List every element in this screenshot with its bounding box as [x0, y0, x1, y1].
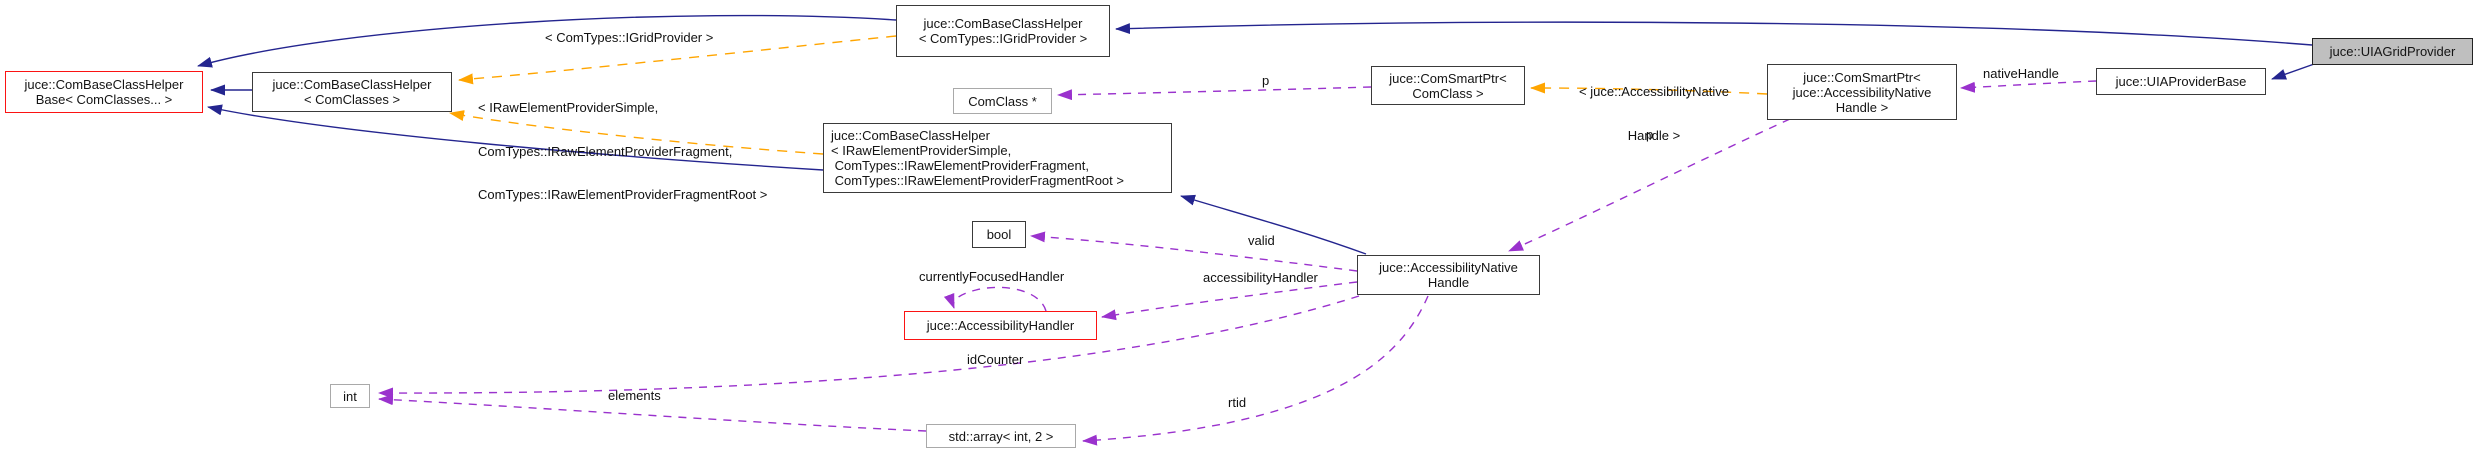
edge-label-rtid: rtid	[1228, 395, 1247, 410]
edge-label-accessibilityhandler: accessibilityHandler	[1203, 270, 1318, 285]
node-label: < ComClasses >	[303, 92, 401, 107]
edge-label-igridprovider-template: < ComTypes::IGridProvider >	[545, 30, 714, 45]
node-label: bool	[986, 227, 1012, 242]
edge-label-anh-template: < juce::AccessibilityNative Handle >	[1579, 84, 1729, 143]
edge-template-anh-smartptr	[1530, 82, 1768, 95]
node-accessibilitynativehandle[interactable]: juce::AccessibilityNative Handle	[1357, 255, 1540, 295]
node-label: juce::AccessibilityNative	[1379, 260, 1518, 275]
node-int: int	[330, 384, 370, 408]
edge-usage-nativehandle	[1960, 80, 2097, 93]
node-label: juce::ComBaseClassHelper	[272, 77, 432, 92]
edge-inherit-uiagridprovider-to-helper-igridprovider	[1115, 21, 2313, 46]
node-comsmartptr-comclass[interactable]: juce::ComSmartPtr< ComClass >	[1371, 66, 1525, 105]
node-label: juce::UIAGridProvider	[2329, 44, 2456, 59]
edge-inherit-uiagridprovider-to-uiaproviderbase	[2271, 62, 2318, 80]
edge-label-currentlyfocusedhandler: currentlyFocusedHandler	[919, 269, 1065, 284]
edge-template-igridprovider	[458, 35, 897, 85]
node-label: juce::ComSmartPtr<	[1389, 70, 1507, 86]
node-label: ComTypes::IRawElementProviderFragment,	[831, 158, 1089, 173]
edge-usage-accessibilityhandler	[1101, 281, 1358, 321]
node-label: juce::ComBaseClassHelper	[24, 77, 184, 92]
edge-label-p-comclass: p	[1262, 73, 1270, 88]
edge-usage-elements	[378, 394, 927, 432]
node-label: < ComTypes::IGridProvider >	[918, 31, 1088, 46]
node-label: juce::ComSmartPtr<	[1803, 69, 1921, 85]
node-combaseclasshelperbase[interactable]: juce::ComBaseClassHelper Base< ComClasse…	[5, 71, 203, 113]
node-bool: bool	[972, 221, 1026, 248]
node-comclass-pointer: ComClass *	[953, 88, 1052, 114]
edge-label-idcounter: idCounter	[967, 352, 1024, 367]
edge-usage-idcounter	[378, 295, 1360, 399]
node-label: juce::ComBaseClassHelper	[923, 16, 1083, 31]
node-label: juce::AccessibilityHandler	[926, 318, 1075, 333]
edge-inherit-helper-igridprovider-to-helperbase	[197, 14, 897, 68]
edge-label-valid: valid	[1248, 233, 1275, 248]
edge-label-elements: elements	[608, 388, 661, 403]
node-combaseclasshelper-igridprovider[interactable]: juce::ComBaseClassHelper < ComTypes::IGr…	[896, 5, 1110, 57]
edge-inherit-helper-iraw-to-helperbase	[207, 104, 824, 171]
edge-label-iraw-template: < IRawElementProviderSimple, ComTypes::I…	[478, 100, 768, 202]
node-label: juce::ComBaseClassHelper	[831, 128, 990, 143]
node-label: ComClass >	[1412, 85, 1484, 101]
edge-usage-rtid	[1082, 295, 1429, 446]
node-combaseclasshelper-comclasses[interactable]: juce::ComBaseClassHelper < ComClasses >	[252, 72, 452, 112]
node-label: < IRawElementProviderSimple,	[831, 143, 1012, 158]
edge-usage-valid	[1030, 231, 1358, 272]
node-label: juce::UIAProviderBase	[2115, 74, 2247, 89]
node-label: juce::AccessibilityNative	[1792, 84, 1932, 100]
node-label: int	[343, 388, 357, 404]
node-label: ComTypes::IRawElementProviderFragmentRoo…	[831, 173, 1124, 188]
edge-label-nativehandle: nativeHandle	[1983, 66, 2059, 81]
node-label: Base< ComClasses... >	[35, 92, 173, 107]
node-label: ComClass *	[968, 93, 1037, 109]
node-label: Handle	[1427, 275, 1470, 290]
edge-usage-p-accessibilitynativehandle	[1508, 118, 1791, 252]
node-accessibilityhandler[interactable]: juce::AccessibilityHandler	[904, 311, 1097, 340]
node-uiaproviderbase[interactable]: juce::UIAProviderBase	[2096, 68, 2266, 95]
node-uiagridprovider[interactable]: juce::UIAGridProvider	[2312, 38, 2473, 65]
edge-inherit-accessibilitynativehandle-to-helper-iraw	[1180, 194, 1367, 255]
node-label: std::array< int, 2 >	[948, 428, 1054, 444]
edge-template-iraw	[449, 110, 824, 155]
node-stdarray-int-2: std::array< int, 2 >	[926, 424, 1076, 448]
edge-usage-p-comclass	[1057, 86, 1372, 101]
edge-label-p-anh: p	[1646, 127, 1654, 142]
node-comsmartptr-accessibilitynativehandle[interactable]: juce::ComSmartPtr< juce::AccessibilityNa…	[1767, 64, 1957, 120]
node-label: Handle >	[1835, 99, 1889, 115]
edge-usage-currentlyfocusedhandler-selfloop	[943, 286, 1047, 312]
node-combaseclasshelper-iraw[interactable]: juce::ComBaseClassHelper < IRawElementPr…	[823, 123, 1172, 193]
